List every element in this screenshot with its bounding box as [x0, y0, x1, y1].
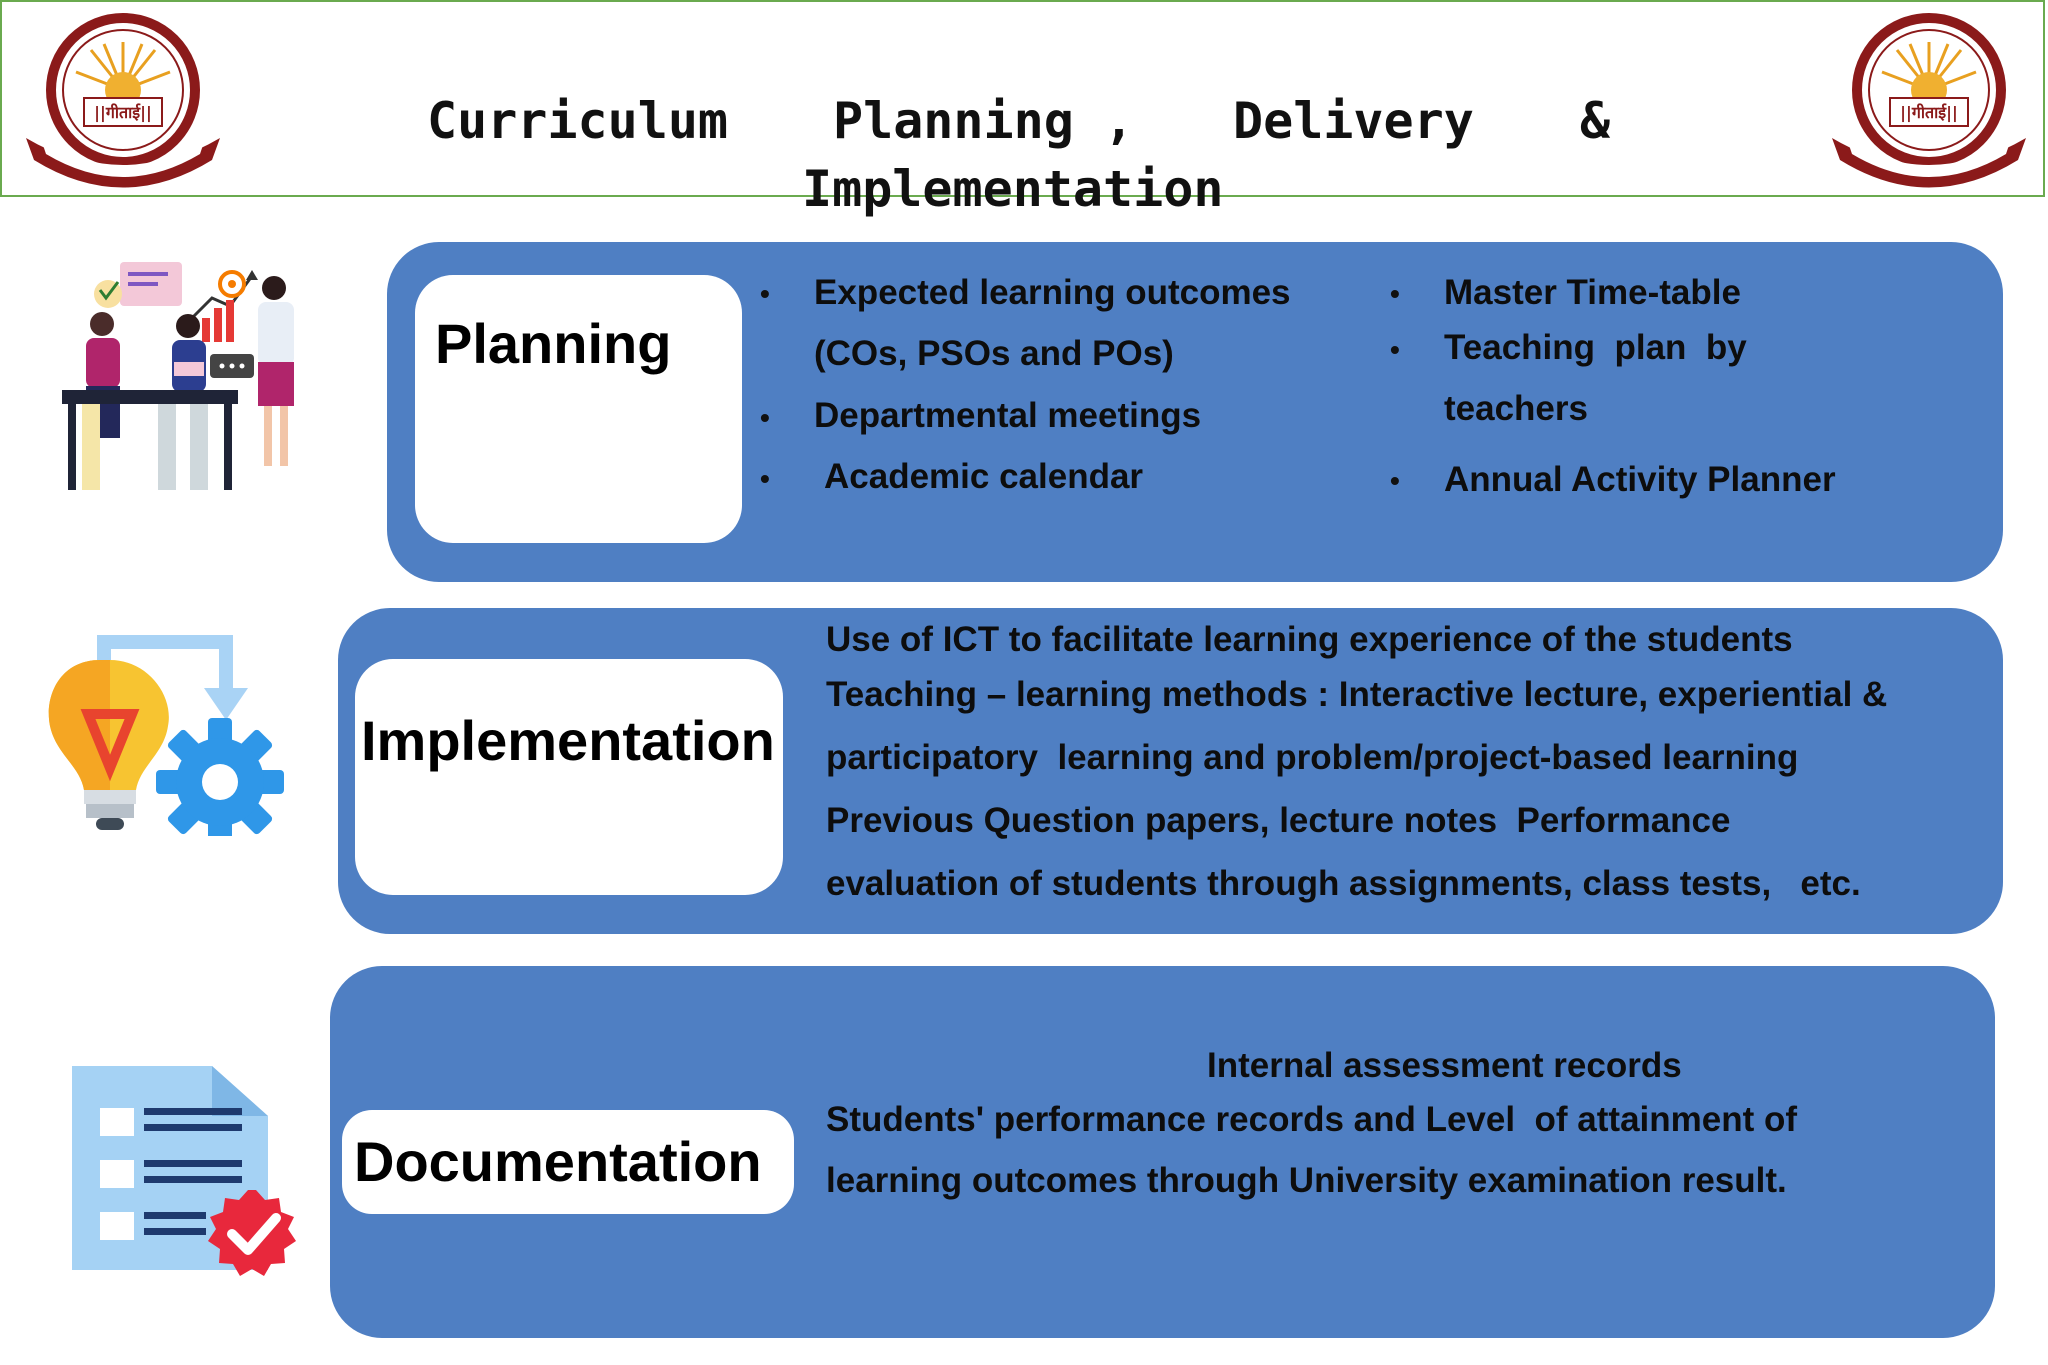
document-check-icon [72, 1066, 296, 1276]
bullet: • [760, 463, 770, 494]
implementation-line: evaluation of students through assignmen… [826, 864, 1861, 903]
logo-seal: ||गीताई|| [26, 13, 220, 188]
header-bar: ||गीताई|| ||गीताई|| [0, 0, 2045, 197]
documentation-line: Internal assessment records [1207, 1046, 1682, 1085]
title-word: Delivery [1233, 92, 1474, 150]
documentation-label-box [342, 1110, 794, 1214]
bullet: • [760, 402, 770, 433]
logo-center-text: ||गीताई|| [94, 103, 152, 123]
implementation-line: participatory learning and problem/proje… [826, 738, 1799, 777]
page-title: Curriculum Planning , Delivery & Impleme… [0, 92, 2048, 232]
meeting-illustration [62, 262, 294, 490]
planning-label-box [415, 275, 742, 543]
planning-right-item: Annual Activity Planner [1444, 460, 1836, 499]
implementation-line: Previous Question papers, lecture notes … [826, 801, 1731, 840]
bullet: • [760, 278, 770, 309]
lightbulb-gear-icon [48, 635, 284, 836]
documentation-line: learning outcomes through University exa… [826, 1161, 1787, 1200]
documentation-label: Documentation [354, 1130, 762, 1193]
bullet: • [1390, 334, 1400, 365]
implementation-label-box [355, 659, 783, 895]
title-word: Planning , [833, 92, 1135, 150]
planning-left-item: Expected learning outcomes [814, 273, 1291, 312]
implementation-line: Teaching – learning methods : Interactiv… [826, 675, 1888, 714]
planning-right-item: Teaching plan by [1444, 328, 1747, 367]
planning-right-item: Master Time-table [1444, 273, 1741, 312]
bullet: • [1390, 278, 1400, 309]
planning-label: Planning [435, 312, 672, 375]
title-word: & [1580, 92, 1611, 150]
title-word: Curriculum [427, 92, 729, 150]
title-line-2: Implementation [802, 160, 1224, 218]
planning-left-item: Academic calendar [824, 457, 1144, 496]
logo-center-text: ||गीताई|| [1900, 103, 1958, 123]
documentation-line: Students' performance records and Level … [826, 1100, 1798, 1139]
implementation-line: Use of ICT to facilitate learning experi… [826, 620, 1793, 659]
planning-left-item: Departmental meetings [814, 396, 1202, 435]
logo-seal: ||गीताई|| [1832, 13, 2026, 188]
implementation-label: Implementation [361, 709, 775, 772]
planning-right-item: teachers [1444, 389, 1588, 428]
bullet: • [1390, 465, 1400, 496]
planning-left-item: (COs, PSOs and POs) [814, 334, 1174, 373]
